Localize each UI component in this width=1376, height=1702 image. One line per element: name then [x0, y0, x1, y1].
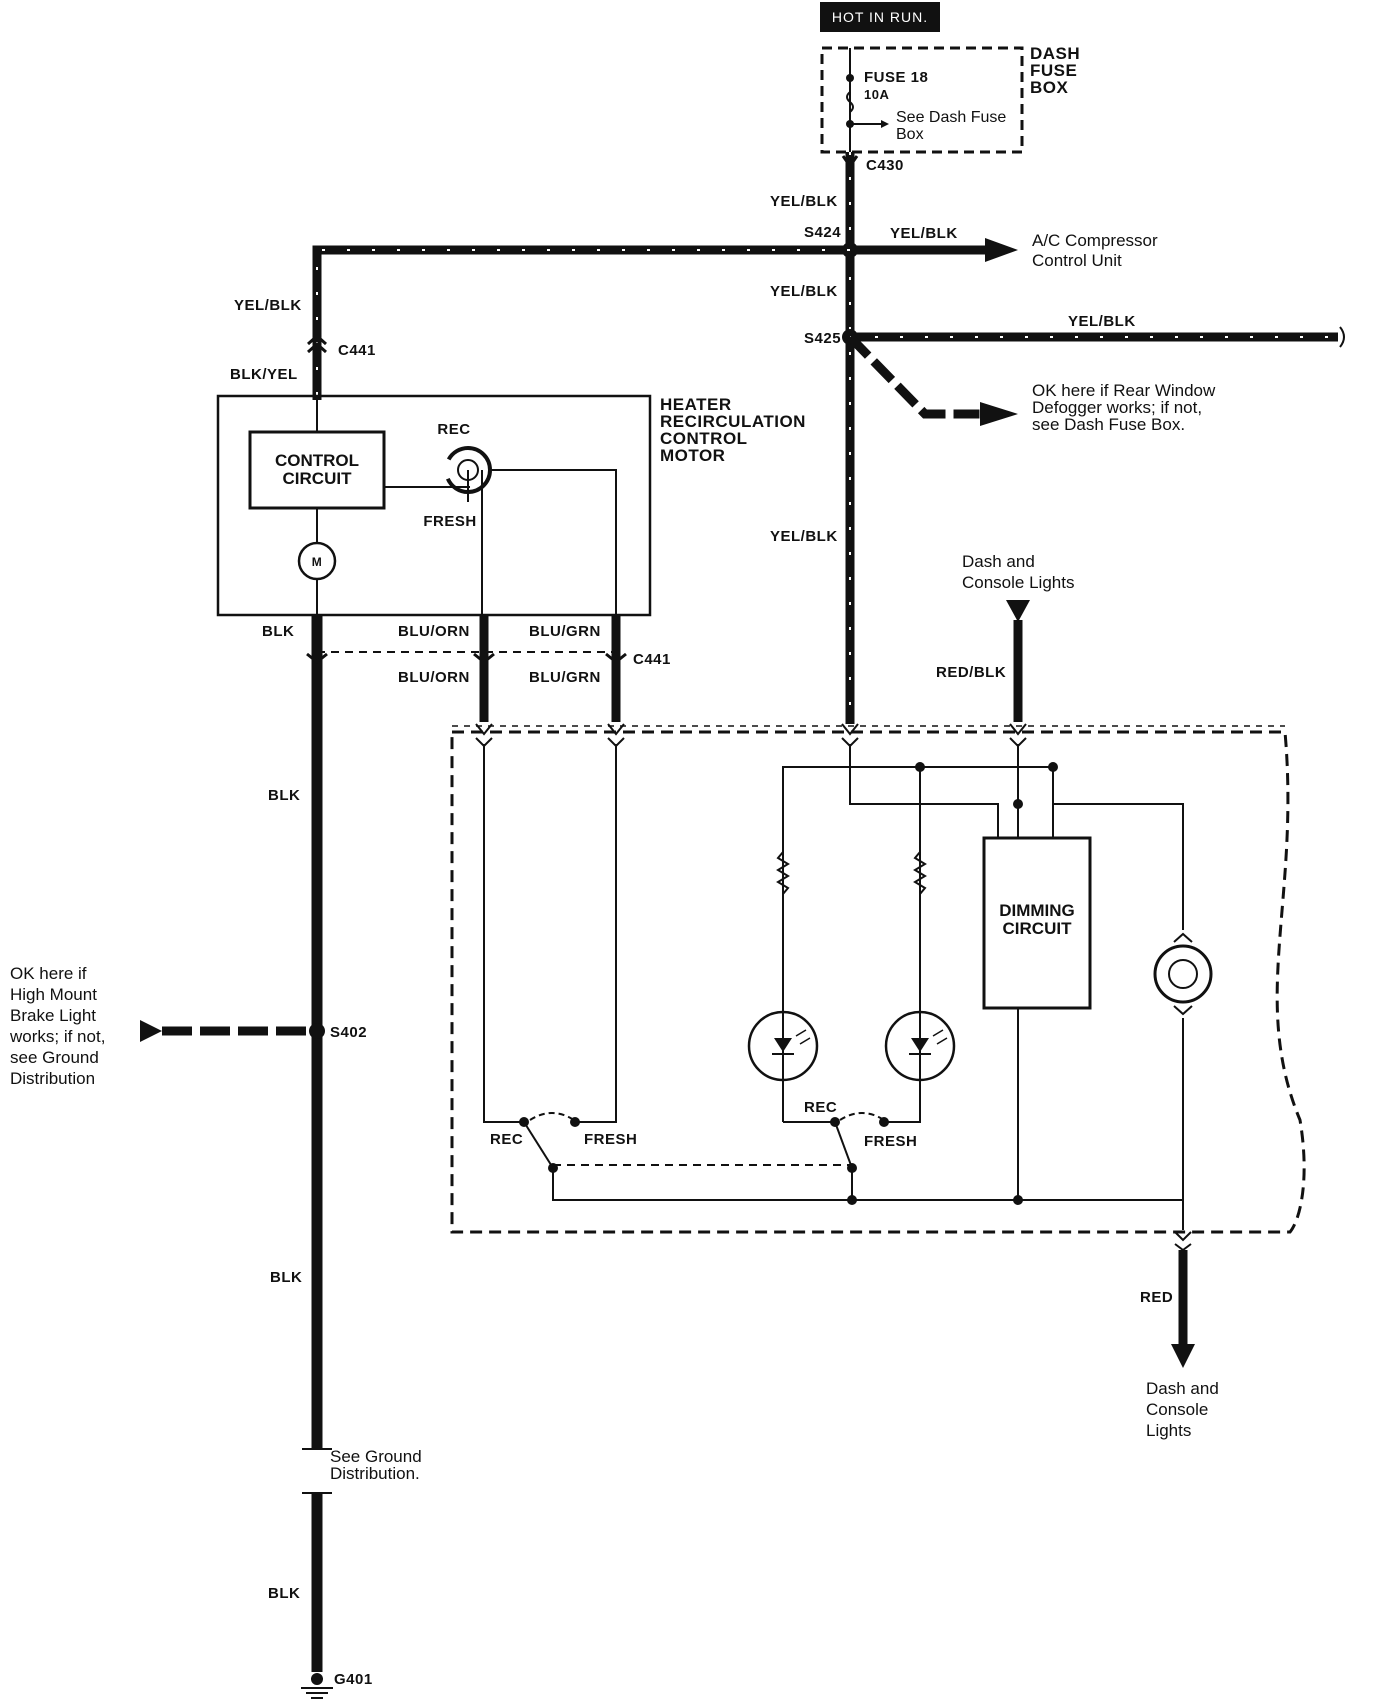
motor-title-line1: HEATER [660, 395, 732, 414]
dimming-circuit-box: DIMMING CIRCUIT [982, 836, 1092, 1010]
switch-left-fresh-label: FRESH [584, 1131, 637, 1148]
rec-fresh-switch-right [783, 1112, 885, 1169]
yel-blk-ac-wire [850, 238, 1018, 262]
wire-label-blu-grn-1: BLU/GRN [529, 623, 601, 640]
fuse-name: FUSE 18 [864, 69, 928, 86]
wire-label-blk-4: BLK [268, 1585, 300, 1602]
dash-lights-bottom-line2: Console [1146, 1400, 1208, 1419]
defogger-branch-wire [846, 333, 1018, 426]
heater-recirc-motor-box: CONTROL CIRCUIT M REC FRESH [216, 394, 652, 617]
brake-note-line6: Distribution [10, 1069, 95, 1088]
wire-label-yel-blk-3: YEL/BLK [770, 283, 838, 300]
wire-label-blk-2: BLK [268, 787, 300, 804]
motor-symbol: M [312, 555, 323, 569]
dash-fuse-box-title-3: BOX [1030, 78, 1069, 97]
panel-bulb-icon [1153, 932, 1213, 1016]
defog-note-line3: see Dash Fuse Box. [1032, 415, 1185, 434]
motor-title-line2: RECIRCULATION [660, 412, 806, 431]
control-circuit-line1: CONTROL [275, 451, 359, 470]
dash-fuse-box: FUSE 18 10A See Dash Fuse Box DASH FUSE … [820, 44, 1080, 154]
s402-splice [309, 1023, 325, 1039]
s424-label: S424 [804, 224, 841, 241]
dash-lights-top-line2: Console Lights [962, 573, 1074, 592]
dash-fuse-box-title-2: FUSE [1030, 61, 1077, 80]
dash-lights-bottom-line3: Lights [1146, 1421, 1191, 1440]
g401-label: G401 [334, 1671, 373, 1688]
s402-label: S402 [330, 1024, 367, 1041]
wire-label-yel-blk-4: YEL/BLK [234, 297, 302, 314]
wire-label-blu-orn-2: BLU/ORN [398, 669, 470, 686]
wire-label-yel-blk-5: YEL/BLK [1068, 313, 1136, 330]
ground-symbol-icon [301, 1673, 333, 1699]
wire-label-blu-orn-1: BLU/ORN [398, 623, 470, 640]
motor-fresh-label: FRESH [423, 513, 476, 530]
see-dash-fuse-line1: See Dash Fuse [896, 109, 1006, 126]
wire-label-blu-grn-2: BLU/GRN [529, 669, 601, 686]
wire-label-blk-yel: BLK/YEL [230, 366, 298, 383]
control-circuit-line2: CIRCUIT [283, 469, 353, 488]
ac-note-line1: A/C Compressor [1032, 231, 1158, 250]
see-dash-fuse-line2: Box [896, 126, 924, 143]
blk-ground-wire [302, 615, 332, 1672]
rec-indicator-led-icon [747, 1010, 819, 1082]
panel-internal-wiring [483, 744, 1184, 1230]
dimming-line2: CIRCUIT [1003, 919, 1073, 938]
ground-note-line2: Distribution. [330, 1464, 420, 1483]
switch-right-fresh-label: FRESH [864, 1133, 917, 1150]
yel-blk-motor-feed-wire [312, 245, 850, 400]
wire-label-yel-blk-1: YEL/BLK [770, 193, 838, 210]
dash-fuse-box-title-1: DASH [1030, 44, 1080, 63]
wire-label-blk-1: BLK [262, 623, 294, 640]
c441-top-label: C441 [338, 342, 376, 359]
motor-title-line3: CONTROL [660, 429, 748, 448]
motor-title-line4: MOTOR [660, 446, 725, 465]
red-blk-wire [1006, 600, 1030, 722]
hot-in-run-label: HOT IN RUN. [832, 9, 928, 25]
fresh-indicator-led-icon [884, 1010, 956, 1082]
ac-note-line2: Control Unit [1032, 251, 1122, 270]
c441-bottom-label: C441 [633, 651, 671, 668]
dash-lights-bottom-line1: Dash and [1146, 1379, 1219, 1398]
hot-in-run-badge: HOT IN RUN. [820, 2, 940, 32]
rec-fresh-switch-left [523, 1112, 575, 1169]
ground-note-line1: See Ground [330, 1447, 422, 1466]
brake-branch-wire [140, 1020, 311, 1042]
motor-rec-label: REC [437, 421, 470, 438]
wire-label-yel-blk-2: YEL/BLK [890, 225, 958, 242]
brake-note-line4: works; if not, [9, 1027, 105, 1046]
wire-label-red-blk: RED/BLK [936, 664, 1006, 681]
dash-lights-top-line1: Dash and [962, 552, 1035, 571]
brake-note-line2: High Mount [10, 985, 97, 1004]
wire-label-yel-blk-6: YEL/BLK [770, 528, 838, 545]
brake-note-line1: OK here if [10, 964, 87, 983]
brake-note-line5: see Ground [10, 1048, 99, 1067]
red-output-wire [1171, 1231, 1195, 1368]
switch-right-rec-label: REC [804, 1099, 837, 1116]
fuse-icon [846, 91, 854, 113]
yel-blk-rear-wire [850, 326, 1345, 348]
defog-note-line1: OK here if Rear Window [1032, 381, 1216, 400]
wire-label-red: RED [1140, 1289, 1173, 1306]
s425-label: S425 [804, 330, 841, 347]
c441-bottom-connector [306, 651, 627, 664]
defog-note-line2: Defogger works; if not, [1032, 398, 1202, 417]
c441-top-connector [307, 333, 327, 354]
c430-label: C430 [866, 157, 904, 174]
brake-note-line3: Brake Light [10, 1006, 96, 1025]
wire-label-blk-3: BLK [270, 1269, 302, 1286]
fuse-rating: 10A [864, 87, 889, 102]
switch-left-rec-label: REC [490, 1131, 523, 1148]
dimming-line1: DIMMING [999, 901, 1075, 920]
